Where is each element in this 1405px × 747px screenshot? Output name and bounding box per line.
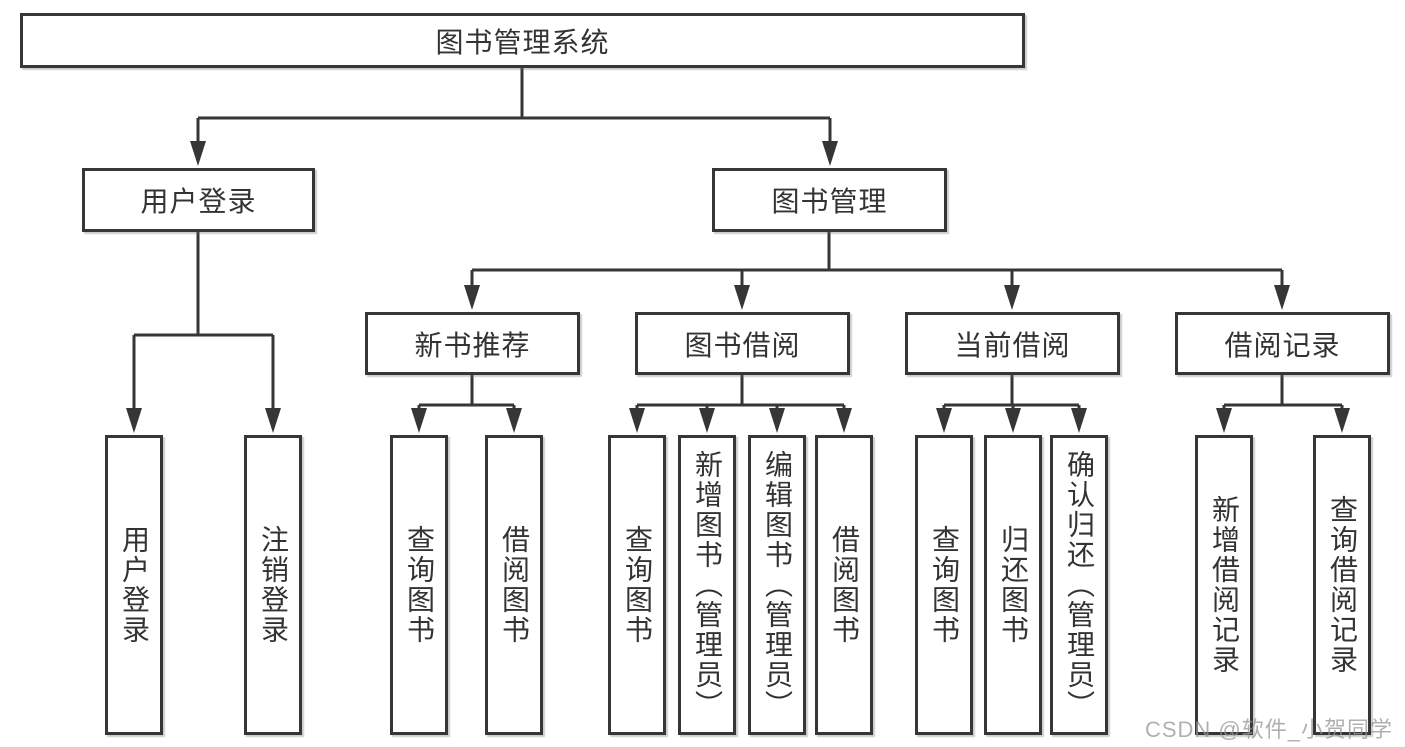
leaf-borrow-add-books-admin: 新增图书（管理员）: [678, 435, 736, 735]
leaf-user-login-label: 用户登录: [119, 525, 150, 645]
node-book-management-label: 图书管理: [771, 186, 888, 217]
node-book-borrow-label: 图书借阅: [684, 329, 801, 361]
leaf-borrow-edit-books-admin: 编辑图书（管理员）: [748, 435, 806, 735]
node-borrow-records-label: 借阅记录: [1224, 329, 1341, 361]
node-current-borrow-label: 当前借阅: [954, 329, 1071, 361]
node-user-login: 用户登录: [82, 168, 315, 232]
node-borrow-records: 借阅记录: [1175, 312, 1390, 375]
leaf-current-query-books: 查询图书: [915, 435, 973, 735]
node-current-borrow: 当前借阅: [905, 312, 1120, 375]
node-user-login-label: 用户登录: [140, 186, 257, 217]
leaf-current-confirm-return-admin-label: 确认归还（管理员）: [1064, 450, 1095, 720]
leaf-records-add-record: 新增借阅记录: [1195, 435, 1253, 735]
node-new-book-recommend-label: 新书推荐: [414, 329, 531, 361]
leaf-newbook-borrow-books-label: 借阅图书: [499, 525, 530, 645]
leaf-borrow-borrow-books-label: 借阅图书: [829, 525, 860, 645]
leaf-borrow-add-books-admin-label: 新增图书（管理员）: [692, 450, 723, 720]
leaf-current-confirm-return-admin: 确认归还（管理员）: [1050, 435, 1108, 735]
leaf-newbook-query-books-label: 查询图书: [404, 525, 435, 645]
leaf-user-login: 用户登录: [105, 435, 163, 735]
leaf-records-add-record-label: 新增借阅记录: [1209, 495, 1240, 675]
leaf-logout-label: 注销登录: [258, 525, 289, 645]
leaf-newbook-query-books: 查询图书: [390, 435, 448, 735]
node-root: 图书管理系统: [20, 13, 1025, 68]
leaf-records-query-record: 查询借阅记录: [1313, 435, 1371, 735]
leaf-current-return-books-label: 归还图书: [998, 525, 1029, 645]
node-root-label: 图书管理系统: [435, 26, 610, 58]
node-book-management: 图书管理: [712, 168, 947, 232]
leaf-borrow-edit-books-admin-label: 编辑图书（管理员）: [762, 450, 793, 720]
node-new-book-recommend: 新书推荐: [365, 312, 580, 375]
leaf-logout: 注销登录: [244, 435, 302, 735]
watermark-text: CSDN @软件_小贺同学: [1144, 717, 1393, 742]
leaf-borrow-query-books: 查询图书: [608, 435, 666, 735]
leaf-current-return-books: 归还图书: [984, 435, 1042, 735]
leaf-borrow-borrow-books: 借阅图书: [815, 435, 873, 735]
leaf-newbook-borrow-books: 借阅图书: [485, 435, 543, 735]
node-book-borrow: 图书借阅: [635, 312, 850, 375]
leaf-records-query-record-label: 查询借阅记录: [1327, 495, 1358, 675]
leaf-current-query-books-label: 查询图书: [929, 525, 960, 645]
leaf-borrow-query-books-label: 查询图书: [622, 525, 653, 645]
